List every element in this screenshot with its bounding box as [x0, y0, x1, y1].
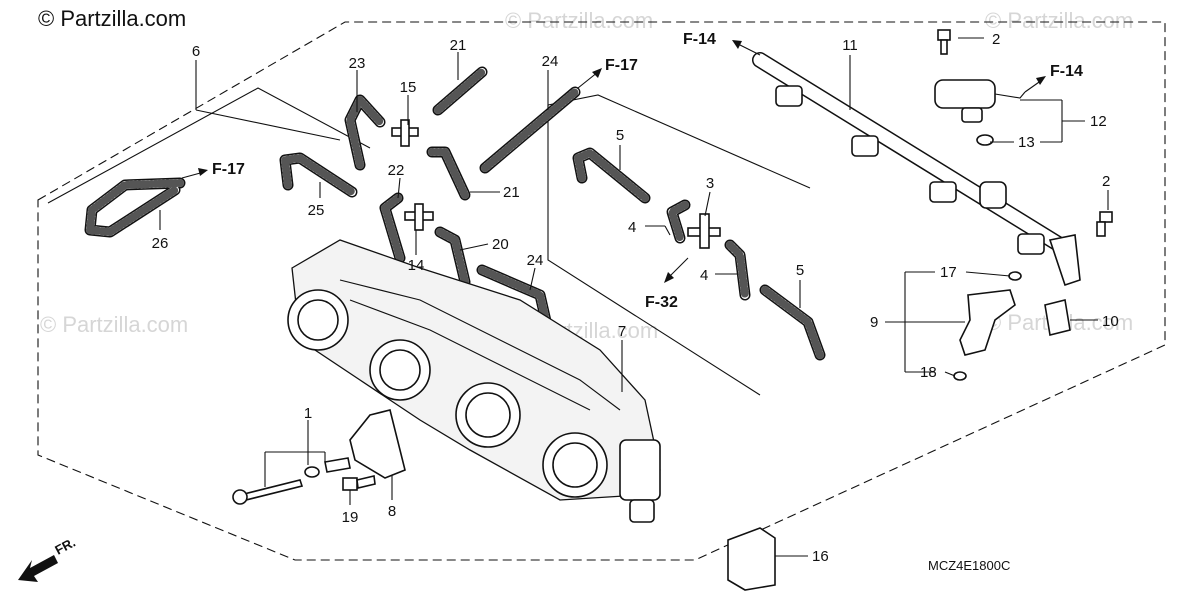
callout-23: 23: [349, 55, 366, 72]
callout-24: 24: [542, 53, 559, 70]
throttle-body-assembly: [287, 239, 661, 523]
ref-f17-left: F-17: [212, 161, 245, 178]
joint-15: [391, 119, 419, 147]
hose-22: [379, 192, 406, 264]
callout-2: 2: [992, 31, 1000, 48]
fr-arrow-icon: [18, 555, 58, 582]
o-ring-13: [976, 134, 994, 146]
hose-21-mid: [426, 146, 471, 201]
callout-11: 11: [842, 37, 858, 54]
callout-22: 22: [388, 162, 405, 179]
joint-14: [404, 203, 434, 231]
hose-24-top: [479, 86, 581, 174]
callout-4: 4: [628, 219, 636, 236]
callout-8: 8: [388, 503, 396, 520]
hose-23: [344, 94, 386, 171]
watermark-faint: © Partzilla.com: [40, 312, 188, 337]
watermark: © Partzilla.com: [38, 6, 186, 31]
ref-f17-top: F-17: [605, 57, 638, 74]
callout-5: 5: [796, 262, 804, 279]
clip-16: [727, 527, 776, 591]
callout-25: 25: [308, 202, 325, 219]
callout-2: 2: [1102, 173, 1110, 190]
ref-f32: F-32: [645, 294, 678, 311]
hose-4-top: [666, 199, 691, 244]
hose-26: [84, 177, 186, 238]
callout-5: 5: [616, 127, 624, 144]
callout-17: 17: [940, 264, 957, 281]
bolt-19: [342, 475, 376, 491]
callout-20: 20: [492, 236, 509, 253]
callout-4: 4: [700, 267, 708, 284]
clip-10: [1044, 299, 1071, 336]
hose-4-low: [724, 239, 751, 301]
direction-label: FR.: [52, 535, 78, 558]
fuel-rail: [752, 52, 1081, 287]
callout-6: 6: [192, 43, 200, 60]
hose-group-frame-right-lower: [547, 105, 761, 396]
hose-5-low: [759, 284, 826, 361]
diagram-code: MCZ4E1800C: [928, 558, 1010, 573]
callout-12: 12: [1090, 113, 1107, 130]
callout-26: 26: [152, 235, 169, 252]
hose-25: [279, 152, 358, 198]
joint-3: [687, 213, 721, 249]
callout-9: 9: [870, 314, 878, 331]
callout-3: 3: [706, 175, 714, 192]
callout-14: 14: [408, 257, 425, 274]
screw-assembly-1: [232, 457, 351, 505]
callout-10: 10: [1102, 313, 1119, 330]
hose-group-frame-left: [47, 87, 371, 204]
pressure-regulator: [934, 79, 1026, 123]
reference-arrows: [181, 40, 1046, 283]
leader-lines: [159, 37, 1109, 557]
hose-group-frame-right: [547, 94, 811, 189]
hose-20: [434, 226, 471, 288]
callout-24: 24: [527, 252, 544, 269]
bracket-8: [349, 409, 406, 479]
callout-18: 18: [920, 364, 937, 381]
callout-1: 1: [304, 405, 312, 422]
callout-21: 21: [503, 184, 520, 201]
callout-15: 15: [400, 79, 417, 96]
hose-21-top: [432, 66, 488, 116]
assembly-frame: [37, 21, 1166, 561]
callout-19: 19: [342, 509, 359, 526]
callout-numbers: 1 2 2 3 4 4 5 5 6 7 8 9 10 11 12 13 14 1…: [152, 31, 1119, 565]
bolt-2-top: [937, 29, 951, 55]
callout-13: 13: [1018, 134, 1035, 151]
callout-21: 21: [450, 37, 467, 54]
reference-labels: F-17 F-17 F-14 F-14 F-32: [212, 31, 1083, 311]
callout-7: 7: [618, 323, 626, 340]
watermark-faint: © Partzilla.com: [985, 8, 1133, 33]
watermark-faint: © Partzilla.com: [505, 8, 653, 33]
hose-5-top: [572, 147, 651, 204]
bolt-2-right: [1096, 211, 1113, 237]
callout-16: 16: [812, 548, 829, 565]
ref-f14-right: F-14: [1050, 63, 1083, 80]
ref-f14-left: F-14: [683, 31, 716, 48]
